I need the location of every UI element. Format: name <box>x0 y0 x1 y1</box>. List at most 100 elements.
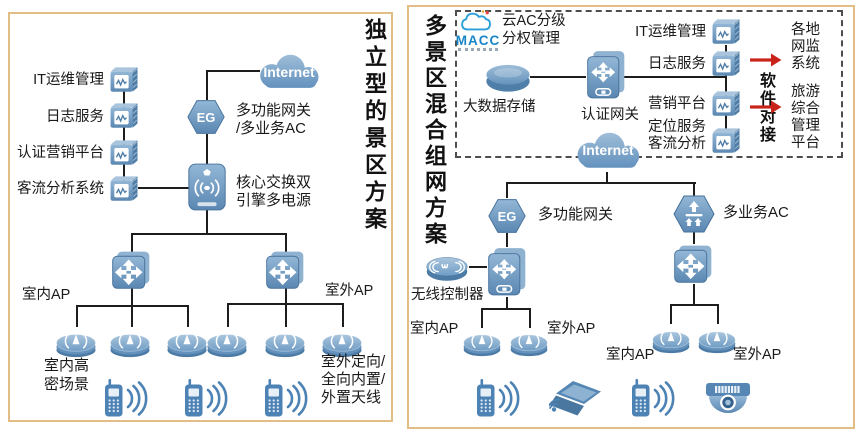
connector <box>123 80 125 189</box>
connector <box>725 45 727 130</box>
big-data-storage-icon <box>484 62 532 94</box>
connector <box>131 233 287 235</box>
big-data-label: 大数据存储 <box>463 99 536 115</box>
connector <box>206 70 208 100</box>
indoor-ap-label: 室内AP <box>22 287 71 303</box>
server-label: 客流分析 <box>648 136 706 152</box>
eg-badge: EG <box>196 110 216 125</box>
core-switch-label: 引擎多电源 <box>236 192 312 209</box>
connector <box>285 303 287 327</box>
access-switch-icon <box>263 248 307 292</box>
server-icon <box>106 173 142 205</box>
outdoor-scene-label: 外置天线 <box>321 389 382 406</box>
ap-icon <box>53 326 99 358</box>
connector <box>131 287 133 307</box>
phone-icon <box>181 377 235 419</box>
outdoor-ap-label: 室外AP <box>325 283 374 299</box>
access-switch-icon <box>109 248 153 292</box>
server-label: IT运维管理 <box>33 72 104 88</box>
ac-label: 多业务AC <box>723 204 789 221</box>
connector <box>693 182 695 197</box>
connector <box>131 233 133 253</box>
connector <box>506 297 508 310</box>
connector <box>693 284 695 306</box>
connector <box>529 308 531 328</box>
cloud-ac-label: 分权管理 <box>502 31 560 47</box>
connector <box>670 304 672 324</box>
connector <box>469 266 487 268</box>
laptop-icon <box>549 379 607 419</box>
macc-tagline <box>458 48 498 51</box>
dest-label: 系统 <box>791 56 820 72</box>
connector <box>138 187 190 189</box>
connector <box>717 304 719 324</box>
outdoor-ap-label: 室外AP <box>733 347 782 363</box>
software-link-arrow-icon <box>750 100 782 114</box>
server-label: 认证营销平台 <box>17 145 104 161</box>
ap-icon <box>204 326 250 358</box>
outdoor-scene-label: 室外定向/ <box>321 353 386 370</box>
dest-label: 综合 <box>791 101 820 117</box>
ap-icon <box>262 326 308 358</box>
auth-gateway-icon <box>584 47 628 103</box>
right-panel <box>407 5 855 429</box>
connector <box>227 303 229 327</box>
eg-label: 多功能网关 <box>236 102 312 119</box>
connector <box>481 308 531 310</box>
macc-cloud-logo-icon <box>459 9 495 35</box>
connector <box>506 182 508 198</box>
server-icon <box>106 100 142 132</box>
phone-icon <box>101 377 155 419</box>
wlan-controller-icon <box>423 253 471 283</box>
connector <box>131 305 133 327</box>
indoor-scene-label: 密场景 <box>44 376 90 393</box>
dest-label: 平台 <box>791 135 820 151</box>
connector <box>206 70 260 72</box>
ap-icon <box>507 327 551 357</box>
dest-label: 网监 <box>791 39 820 55</box>
software-link-arrow-icon <box>750 53 782 67</box>
connector <box>506 182 696 184</box>
ap-icon <box>460 327 504 357</box>
gateway-device-icon <box>485 245 529 299</box>
dest-label: 旅游 <box>791 84 820 100</box>
eg-label: 多功能网关 <box>538 206 614 223</box>
wlan-controller-label: 无线控制器 <box>411 287 484 303</box>
connector <box>187 305 189 327</box>
connector <box>622 76 726 78</box>
server-label: IT运维管理 <box>635 24 706 40</box>
server-icon <box>708 48 744 80</box>
phone-icon <box>473 377 527 419</box>
dest-label: 各地 <box>791 22 820 38</box>
connector <box>76 305 78 327</box>
connector <box>206 134 208 164</box>
right-panel-title: 多景区混合组网方案 <box>422 14 447 248</box>
cloud-ac-label: 云AC分级 <box>502 13 566 29</box>
server-label: 客流分析系统 <box>17 181 104 197</box>
connector <box>530 76 586 78</box>
indoor-ap-label: 室内AP <box>606 347 655 363</box>
outdoor-ap-label: 室外AP <box>547 321 596 337</box>
connector <box>606 172 608 184</box>
server-icon <box>708 88 744 120</box>
macc-logo-text: MACC <box>455 33 501 48</box>
server-label: 日志服务 <box>648 56 706 72</box>
connector <box>481 308 483 328</box>
access-switch-icon <box>671 242 715 286</box>
server-icon <box>106 64 142 96</box>
outdoor-scene-label: 全向内置/ <box>321 371 386 388</box>
phone-icon <box>261 377 315 419</box>
core-switch-icon <box>185 161 229 213</box>
server-icon <box>106 137 142 169</box>
connector <box>285 233 287 253</box>
dest-label: 管理 <box>791 118 820 134</box>
server-icon <box>708 16 744 48</box>
server-label: 定位服务 <box>648 119 706 135</box>
phone-icon <box>628 377 682 419</box>
indoor-scene-label: 室内高 <box>44 357 90 374</box>
eg-label: /多业务AC <box>236 120 307 137</box>
connector <box>693 232 695 244</box>
server-label: 营销平台 <box>648 96 706 112</box>
multi-service-ac-icon <box>672 194 716 234</box>
